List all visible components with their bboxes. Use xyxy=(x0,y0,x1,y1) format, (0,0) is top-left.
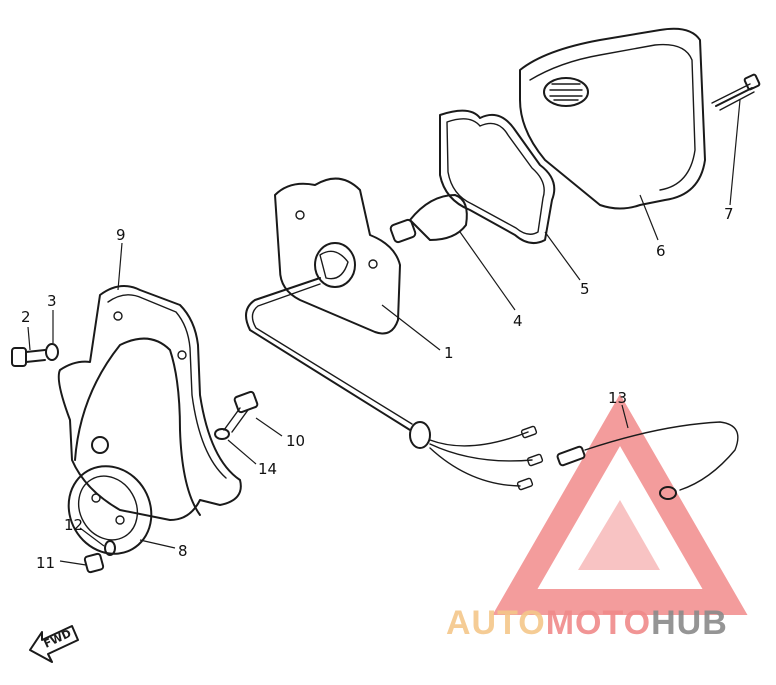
callout-5: 5 xyxy=(580,280,590,298)
wiring-harness xyxy=(245,277,544,491)
callout-7: 7 xyxy=(724,205,734,223)
watermark-hub: HUB xyxy=(651,604,728,642)
fwd-arrow: FWD xyxy=(29,625,79,663)
part-14-washer xyxy=(214,428,230,440)
watermark-logo xyxy=(492,393,748,615)
callout-2: 2 xyxy=(21,308,31,326)
watermark-moto: MOTO xyxy=(546,604,651,642)
part-1-base-plate xyxy=(274,177,401,335)
part-5-gasket xyxy=(439,109,556,245)
callout-13: 13 xyxy=(608,389,627,407)
svg-text:AUTOMOTOHUB: AUTOMOTOHUB xyxy=(446,604,728,642)
callout-12: 12 xyxy=(64,516,83,534)
part-12-washer xyxy=(104,540,116,556)
part-10-bolt xyxy=(223,390,259,433)
callout-4: 4 xyxy=(513,312,523,330)
part-8-reflector-plate xyxy=(67,465,153,555)
part-13-ground-wire xyxy=(556,421,739,500)
part-2-bolt xyxy=(11,347,46,367)
callout-9: 9 xyxy=(116,226,126,244)
callout-1: 1 xyxy=(444,344,454,362)
part-9-bracket xyxy=(57,285,242,521)
part-11-nut xyxy=(83,552,105,574)
fwd-label: FWD xyxy=(42,627,74,651)
part-3-washer xyxy=(45,343,59,361)
part-4-bulb xyxy=(389,194,468,244)
callout-6: 6 xyxy=(656,242,666,260)
callout-10: 10 xyxy=(286,432,305,450)
callout-labels: 1 2 3 4 5 6 7 8 9 10 11 12 13 14 xyxy=(21,205,734,572)
callout-8: 8 xyxy=(178,542,188,560)
watermark-auto: AUTO xyxy=(446,604,546,642)
lens-reflector xyxy=(543,77,589,107)
watermark-text: AUTOMOTOHUB xyxy=(446,604,728,642)
callout-3: 3 xyxy=(47,292,57,310)
leader-lines xyxy=(27,99,741,566)
part-6-lens xyxy=(519,27,706,210)
callout-14: 14 xyxy=(258,460,277,478)
part-7-screw xyxy=(711,73,761,111)
callout-11: 11 xyxy=(36,554,55,572)
